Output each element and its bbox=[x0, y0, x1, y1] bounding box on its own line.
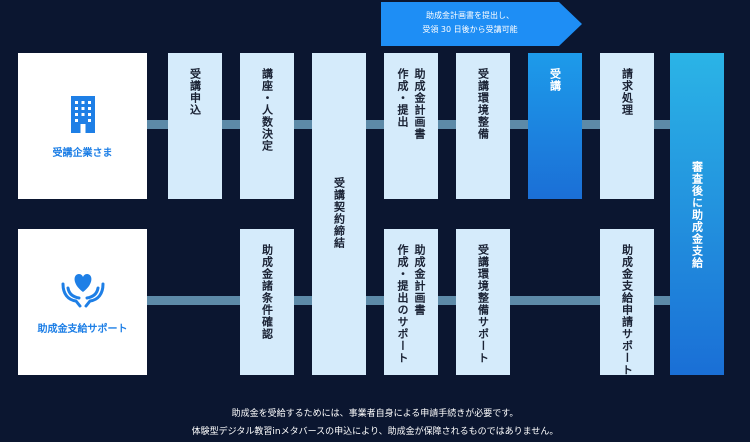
step-application-label: 受講申込 bbox=[188, 68, 202, 116]
support-card: 助成金支給サポート bbox=[18, 229, 147, 375]
step-contract: 受講契約締結 bbox=[312, 53, 366, 375]
step-billing-label: 請求処理 bbox=[620, 68, 634, 116]
timing-arrow-line1: 助成金計画書を提出し、 bbox=[426, 11, 514, 20]
step-contract-label: 受講契約締結 bbox=[332, 177, 346, 249]
step-plan-submission-label: 助成金計画書 作成・提出 bbox=[396, 68, 426, 140]
step-environment-support-label: 受講環境整備サポート bbox=[476, 244, 490, 364]
company-label: 受講企業さま bbox=[52, 147, 113, 159]
timing-arrow bbox=[381, 2, 582, 46]
step-final-payment: 審査後に助成金支給 bbox=[670, 53, 724, 375]
timing-arrow-text: 助成金計画書を提出し、 受領 30 日後から受講可能 bbox=[381, 9, 559, 37]
step-attendance-label: 受講 bbox=[548, 68, 562, 92]
step-plan-support: 助成金計画書 作成・提出のサポート bbox=[384, 229, 438, 375]
step-final-payment-label: 審査後に助成金支給 bbox=[690, 161, 704, 269]
step-course-decision-label: 講座・人数決定 bbox=[260, 68, 274, 152]
step-environment-setup: 受講環境整備 bbox=[456, 53, 510, 199]
step-attendance: 受講 bbox=[528, 53, 582, 199]
footer-note-1: 助成金を受給するためには、事業者自身による申請手続きが必要です。 bbox=[231, 409, 519, 419]
step-environment-setup-label: 受講環境整備 bbox=[476, 68, 490, 140]
timing-arrow-line2: 受領 30 日後から受講可能 bbox=[422, 25, 518, 34]
support-label: 助成金支給サポート bbox=[37, 323, 128, 335]
step-application: 受講申込 bbox=[168, 53, 222, 199]
step-plan-submission: 助成金計画書 作成・提出 bbox=[384, 53, 438, 199]
step-application-support-label: 助成金支給申請サポート bbox=[620, 244, 634, 376]
building-icon bbox=[70, 95, 95, 133]
step-application-support: 助成金支給申請サポート bbox=[600, 229, 654, 376]
step-environment-support: 受講環境整備サポート bbox=[456, 229, 510, 375]
company-card: 受講企業さま bbox=[18, 53, 147, 199]
hands-heart-icon bbox=[61, 273, 104, 307]
step-course-decision: 講座・人数決定 bbox=[240, 53, 294, 199]
footer-note-2: 体験型デジタル教習inメタバースの申込により、助成金が保障されるものではありませ… bbox=[191, 427, 559, 437]
step-condition-check-label: 助成金諸条件確認 bbox=[260, 244, 274, 340]
step-billing: 請求処理 bbox=[600, 53, 654, 199]
step-condition-check: 助成金諸条件確認 bbox=[240, 229, 294, 375]
step-plan-support-label: 助成金計画書 作成・提出のサポート bbox=[396, 244, 426, 364]
